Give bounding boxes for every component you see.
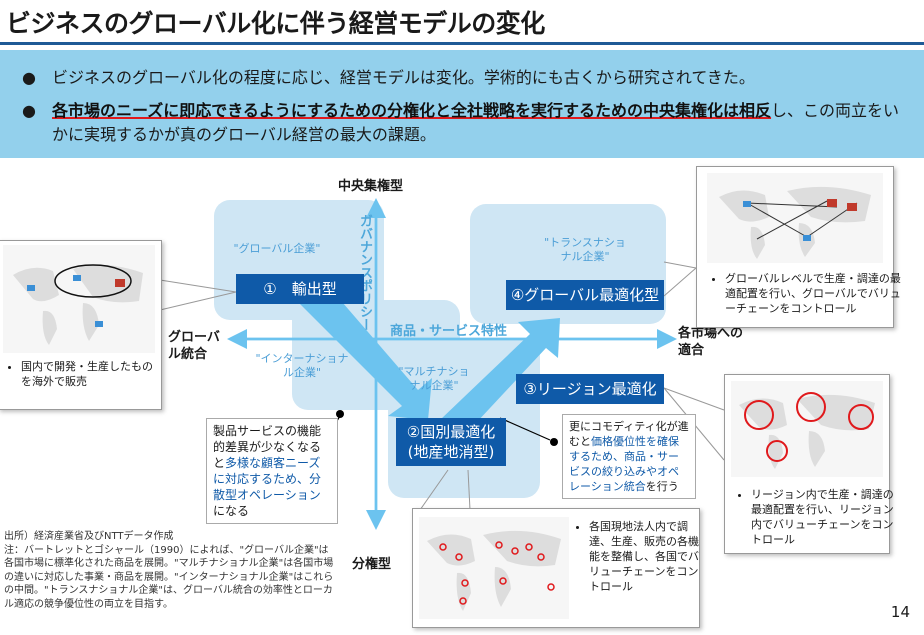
page-title: ビジネスのグローバル化に伴う経営モデルの変化 [6, 9, 545, 38]
note-decentralize: 製品サービスの機能的差異が少なくなると多様な顧客ニーズに対応するため、分散型オペ… [206, 418, 338, 524]
summary-banner [0, 50, 924, 158]
callout-country-text: 各国現地法人内で調達、生産、販売の各機能を整備し、各国でバリューチェーンをコント… [589, 519, 705, 594]
callout-export: 国内で開発・生産したものを海外で販売 [0, 240, 162, 410]
bullet-1-text: ビジネスのグローバル化の程度に応じ、経営モデルは変化。学術的にも古くから研究され… [52, 68, 755, 87]
page-number: 14 [890, 603, 910, 621]
category-global: "グローバル企業" [233, 242, 321, 255]
axis-left-label: グローバル統合 [168, 330, 220, 362]
source-footnote: 注：バートレットとゴシャール（1990）によれば、"グローバル企業"は各国市場に… [4, 544, 334, 610]
model-export: ① 輸出型 [236, 274, 364, 304]
model-country-line1: ②国別最適化 [406, 423, 496, 441]
bullet-2-emphasis: 各市場のニーズに即応できるようにするための分権化と全社戦略を実行するための中央集… [52, 101, 772, 120]
world-map-region [731, 381, 883, 477]
callout-country: 各国現地法人内で調達、生産、販売の各機能を整備し、各国でバリューチェーンをコント… [412, 508, 700, 628]
world-map-export [3, 245, 155, 353]
source-line: 出所）経済産業省及びNTTデータ作成 [4, 531, 174, 542]
model-country-optimized: ②国別最適化 (地産地消型) [396, 418, 506, 466]
category-international: "インターナショナル企業" [255, 352, 349, 379]
bullet-dot: ● [22, 101, 36, 120]
arrow-export-to-country [300, 288, 432, 420]
source-note: 出所）経済産業省及びNTTデータ作成 注：バートレットとゴシャール（1990）に… [4, 530, 334, 611]
bullet-2-rest: し、この両立をいかに実現するかが真のグローバル経営の最大の課題。 [52, 101, 900, 144]
callout-region: リージョン内で生産・調達の最適配置を行い、リージョン内でバリューチェーンをコント… [724, 374, 894, 554]
note-integrate: 更にコモディティ化が進むと価格優位性を確保するため、商品・サービスの絞り込みやオ… [562, 414, 696, 499]
model-country-line2: (地産地消型) [407, 443, 495, 461]
callout-global-text: グローバルレベルで生産・調達の最適配置を行い、グローバルでバリューチェーンをコン… [725, 271, 901, 316]
model-global-optimized: ④グローバル最適化型 [506, 280, 664, 310]
arrow-country-to-global [440, 318, 560, 438]
axis-right-label: 各市場への適合 [678, 326, 744, 358]
axis-bottom-label: 分権型 [352, 557, 392, 572]
bullet-2-text: 各市場のニーズに即応できるようにするための分権化と全社戦略を実行するための中央集… [52, 99, 902, 147]
category-multinational: "マルチナショナル企業" [398, 365, 470, 392]
world-map-global [707, 173, 883, 263]
callout-export-text: 国内で開発・生産したものを海外で販売 [21, 359, 163, 389]
title-rule [0, 42, 924, 45]
horizontal-axis-text: 商品・サービス特性 [390, 324, 508, 339]
callout-region-text: リージョン内で生産・調達の最適配置を行い、リージョン内でバリューチェーンをコント… [751, 487, 897, 547]
bullet-dot: ● [22, 68, 36, 87]
category-transnational: "トランスナショナル企業" [544, 236, 626, 263]
axis-top-label: 中央集権型 [338, 179, 404, 194]
model-region-optimized: ③リージョン最適化型 [516, 374, 664, 428]
callout-global: グローバルレベルで生産・調達の最適配置を行い、グローバルでバリューチェーンをコン… [696, 166, 901, 328]
vertical-axis-text: ガバナンスポリシー [357, 214, 372, 331]
world-map-country [419, 517, 569, 619]
